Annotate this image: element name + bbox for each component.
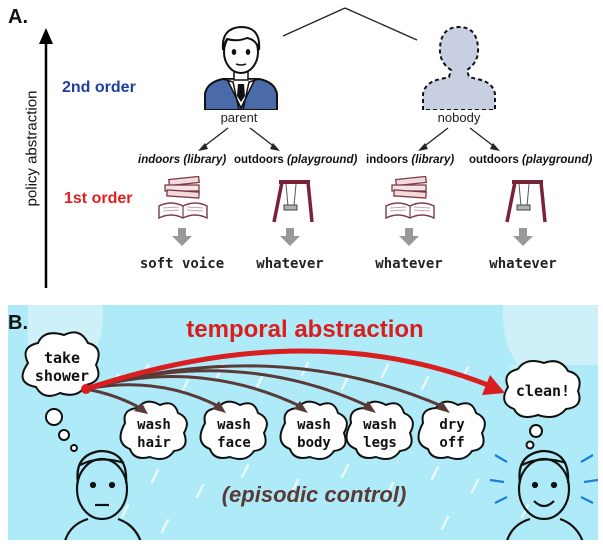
shower-panel: take shower clean! wash hair wash face w… xyxy=(8,305,598,540)
step-clouds xyxy=(119,400,486,460)
start-thought-bubble xyxy=(21,331,100,452)
person-neutral-icon xyxy=(64,449,142,540)
ghost-person-icon xyxy=(422,25,496,110)
context-label: outdoors (playground) xyxy=(469,154,593,166)
end-bubble-text: clean! xyxy=(516,382,570,400)
temporal-abstraction-title: temporal abstraction xyxy=(186,316,423,343)
context-label: indoors (library) xyxy=(366,154,455,166)
order2-label: 2nd order xyxy=(62,79,136,96)
temporal-abstraction-arrow xyxy=(85,348,489,392)
action-label: whatever xyxy=(256,256,324,272)
action-label: whatever xyxy=(375,256,443,272)
person-happy-icon xyxy=(506,449,584,540)
step-label: wash xyxy=(297,417,331,433)
start-bubble-line2: shower xyxy=(35,367,89,385)
start-bubble-line1: take xyxy=(44,349,80,367)
panel-b-label: B. xyxy=(8,312,28,334)
step-label: wash xyxy=(363,417,397,433)
step-label: wash xyxy=(137,417,171,433)
order1-label: 1st order xyxy=(64,190,133,207)
context-label: outdoors (playground) xyxy=(234,154,358,166)
step-label: face xyxy=(217,435,251,451)
shower-scene: take shower clean! wash hair wash face w… xyxy=(21,305,598,540)
panel-a-label: A. xyxy=(8,6,28,28)
step-label: hair xyxy=(137,435,171,451)
swing-icon xyxy=(272,180,314,223)
step-label: wash xyxy=(217,417,251,433)
sparkle-lines xyxy=(489,454,598,504)
step-label: dry xyxy=(439,417,465,433)
agent-name-parent: parent xyxy=(220,110,258,125)
parent-icon xyxy=(204,25,278,110)
books-icon xyxy=(158,176,208,220)
episodic-control-caption: (episodic control) xyxy=(222,482,407,507)
step-label: off xyxy=(439,435,464,451)
panel-a-tree-lines xyxy=(172,7,533,246)
action-label: soft voice xyxy=(139,256,225,272)
context-label: indoors (library) xyxy=(138,154,227,166)
policy-abstraction-axis-arrow xyxy=(39,28,53,288)
books-icon xyxy=(385,176,435,220)
swing-icon xyxy=(505,180,547,223)
end-thought-bubble xyxy=(503,360,581,450)
step-label: body xyxy=(297,435,331,451)
action-label: whatever xyxy=(489,256,557,272)
step-label: legs xyxy=(363,435,397,451)
agent-name-nobody: nobody xyxy=(437,110,481,125)
